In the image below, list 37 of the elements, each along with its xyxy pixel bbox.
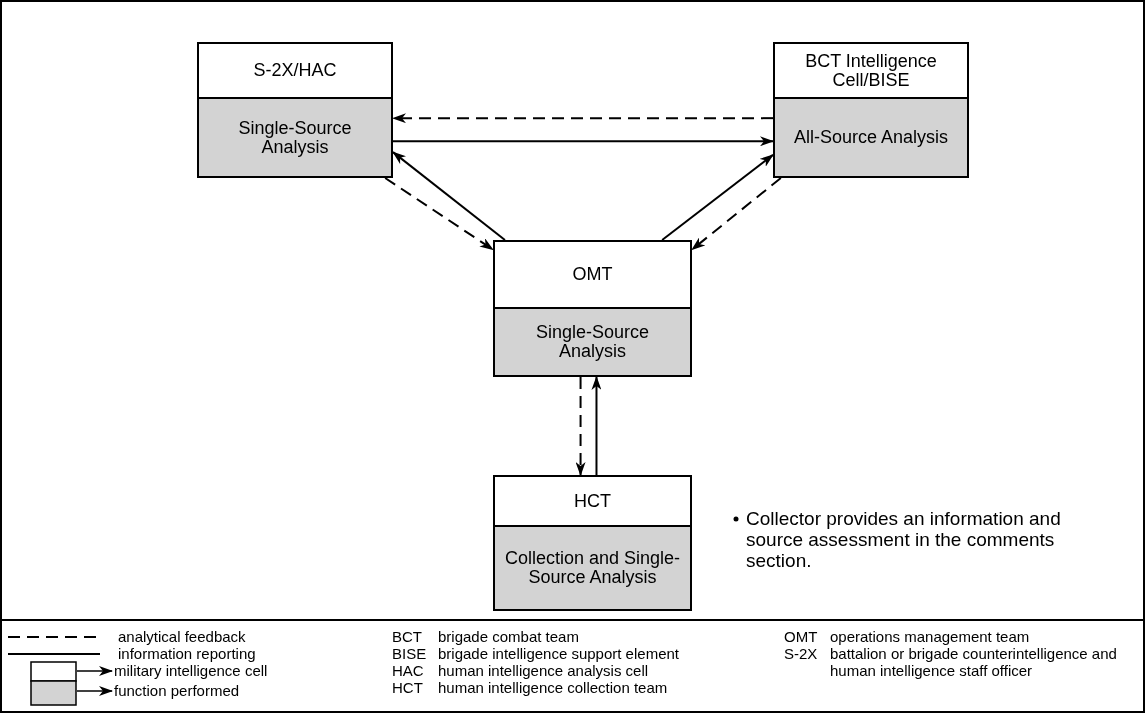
arrow — [575, 376, 586, 476]
cell-box — [197, 42, 393, 178]
abbreviation: BISE — [392, 645, 427, 662]
definition: human intelligence collection team — [438, 679, 668, 696]
arrow — [661, 153, 774, 241]
arrow — [392, 136, 774, 147]
cell-box — [493, 240, 692, 377]
definition: operations management team — [830, 628, 1030, 645]
definition: human intelligence analysis cell — [438, 662, 649, 679]
legend-text: information reporting — [118, 645, 256, 662]
definition: brigade intelligence support element — [438, 645, 679, 662]
function-text: Collection and Single-Source Analysis — [503, 549, 682, 587]
cell-title: HCT — [573, 491, 612, 511]
function-text: All-Source Analysis — [792, 128, 950, 147]
legend-text: analytical feedback — [118, 628, 246, 645]
arrow — [691, 177, 782, 251]
definition: brigade combat team — [438, 628, 579, 645]
abbreviation: OMT — [784, 628, 818, 645]
function-text: Single-Source Analysis — [237, 118, 353, 157]
abbreviation: BCT — [392, 628, 422, 645]
abbreviation: HAC — [392, 662, 424, 679]
abbreviation: S-2X — [784, 645, 818, 662]
abbreviation: HCT — [392, 679, 423, 696]
legend-text: military intelligence cell — [114, 662, 268, 679]
legend-text: function performed — [114, 682, 240, 699]
definition: battalion or brigade counterintelligence and human intelligence staff officer — [830, 645, 1118, 679]
function-text: Single-Source Analysis — [534, 323, 651, 361]
arrow — [384, 177, 494, 251]
cell-box — [773, 42, 969, 178]
note-text: Collector provides an information and source assessment in the comments section. — [746, 508, 1062, 571]
cell-box — [493, 475, 692, 611]
arrow — [591, 376, 602, 476]
arrow — [392, 113, 774, 124]
arrow — [392, 151, 506, 241]
cell-title: BCT Intelligence Cell/BISE — [804, 51, 938, 90]
cell-title: S-2X/HAC — [252, 61, 338, 80]
cell-title: OMT — [571, 265, 614, 284]
